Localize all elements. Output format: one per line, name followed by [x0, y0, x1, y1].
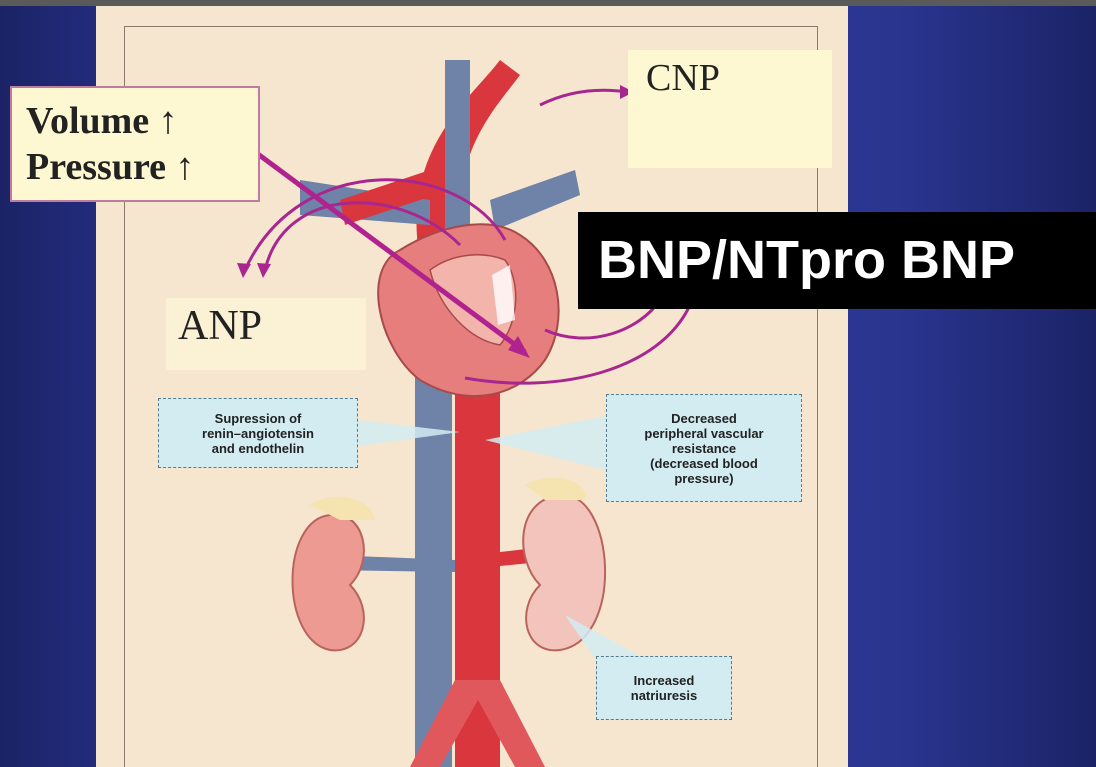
volume-label: Volume ↑: [26, 98, 258, 144]
callout-suppression-line: Supression of: [202, 411, 314, 426]
callout-natriuresis: Increased natriuresis: [596, 656, 732, 720]
callout-natriuresis-line: natriuresis: [631, 688, 697, 703]
pressure-label: Pressure ↑: [26, 144, 258, 190]
callout-resistance-line: resistance: [644, 441, 763, 456]
callout-suppression: Supression of renin–angiotensin and endo…: [158, 398, 358, 468]
adrenal-right: [525, 478, 585, 500]
callout-natriuresis-line: Increased: [631, 673, 697, 688]
callout-pointer-resistance: [485, 416, 606, 470]
callout-resistance-line: (decreased blood: [644, 456, 763, 471]
right-kidney: [523, 495, 605, 651]
callout-resistance-line: pressure): [644, 471, 763, 486]
left-kidney: [293, 515, 364, 651]
adrenal-left: [310, 497, 375, 520]
callout-resistance-line: peripheral vascular: [644, 426, 763, 441]
callout-suppression-line: renin–angiotensin: [202, 426, 314, 441]
volume-pressure-box: Volume ↑ Pressure ↑: [10, 86, 260, 202]
pulmonary-vessels-right: [490, 170, 580, 230]
callout-resistance-line: Decreased: [644, 411, 763, 426]
callout-suppression-line: and endothelin: [202, 441, 314, 456]
arrowhead-anp-2: [257, 263, 271, 278]
bnp-label: BNP/NTpro BNP: [578, 212, 1096, 309]
cnp-label: CNP: [628, 50, 832, 168]
arrow-to-cnp: [540, 90, 628, 105]
callout-resistance: Decreased peripheral vascular resistance…: [606, 394, 802, 502]
arrowhead-anp-1: [237, 263, 251, 278]
anp-label: ANP: [166, 298, 366, 370]
superior-vessels: [445, 60, 470, 240]
